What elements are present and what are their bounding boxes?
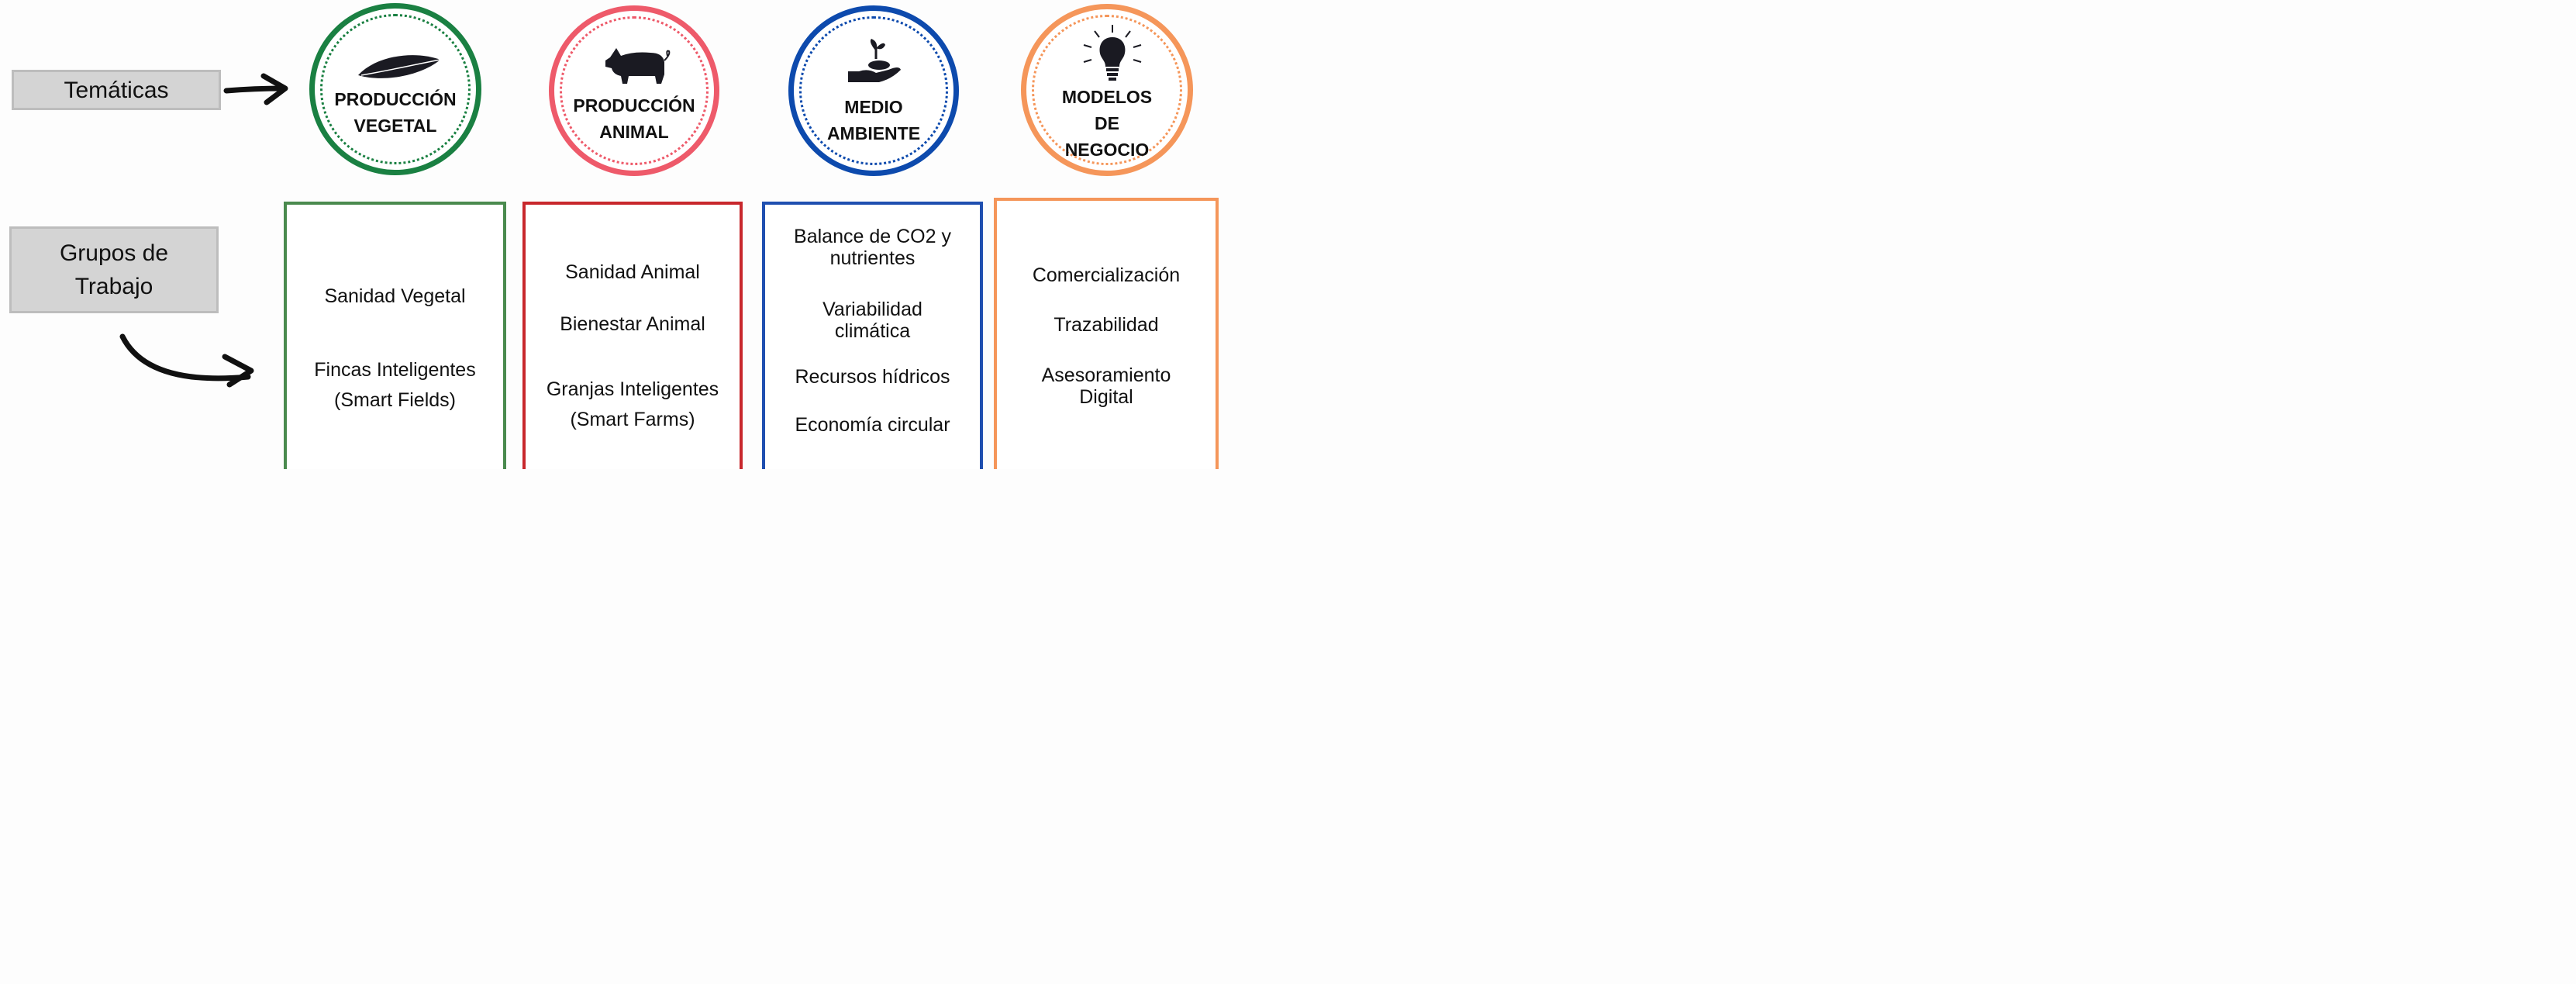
- group-produccion-vegetal: Sanidad Vegetal Fincas Inteligentes (Sma…: [284, 202, 506, 469]
- group-item: Granjas Inteligentes (Smart Farms): [546, 378, 719, 430]
- group-produccion-animal: Sanidad Animal Bienestar Animal Granjas …: [522, 202, 743, 469]
- theme-medio-ambiente: MEDIO AMBIENTE: [788, 5, 959, 176]
- group-item: Asesoramiento Digital: [1041, 364, 1171, 408]
- hand-sprout-icon: [848, 39, 901, 82]
- groups-label-box: Grupos de Trabajo: [9, 226, 219, 313]
- theme-title: PRODUCCIÓN VEGETAL: [334, 89, 457, 136]
- group-item: Economía circular: [795, 414, 950, 436]
- group-item: Sanidad Animal: [565, 261, 700, 283]
- group-item: Balance de CO2 y nutrientes: [794, 226, 951, 269]
- group-item: Recursos hídricos: [795, 366, 950, 388]
- themes-label-box: Temáticas: [12, 70, 221, 110]
- theme-title: MEDIO AMBIENTE: [826, 97, 921, 143]
- lightbulb-icon: [1083, 25, 1142, 81]
- dotted-ring: [320, 14, 471, 164]
- themes-arrow: [223, 73, 288, 105]
- group-item: Comercialización: [1032, 264, 1181, 286]
- group-modelos-negocio: Comercialización Trazabilidad Asesoramie…: [994, 198, 1219, 469]
- dotted-ring: [560, 16, 709, 165]
- theme-title: PRODUCCIÓN ANIMAL: [573, 95, 695, 142]
- group-item: Fincas Inteligentes (Smart Fields): [314, 359, 476, 411]
- groups-arrow: [119, 333, 254, 388]
- theme-title: MODELOS DE NEGOCIO: [1061, 87, 1153, 160]
- groups-label: Grupos de Trabajo: [60, 237, 168, 303]
- group-item: Bienestar Animal: [560, 313, 705, 335]
- group-item: Trazabilidad: [1054, 314, 1159, 336]
- dotted-ring: [1032, 15, 1182, 165]
- theme-produccion-animal: PRODUCCIÓN ANIMAL: [549, 5, 719, 176]
- leaf-icon: [358, 55, 441, 78]
- dotted-ring: [799, 16, 948, 165]
- theme-modelos-negocio: MODELOS DE NEGOCIO: [1021, 4, 1193, 176]
- groups-label-line1: Grupos de: [59, 240, 169, 266]
- group-item: Sanidad Vegetal: [324, 285, 466, 307]
- pig-icon: [605, 48, 671, 84]
- theme-produccion-vegetal: PRODUCCIÓN VEGETAL: [309, 3, 481, 175]
- group-item: Variabilidad climática: [822, 299, 922, 342]
- themes-label: Temáticas: [64, 77, 169, 103]
- groups-label-line2: Trabajo: [74, 274, 153, 299]
- group-medio-ambiente: Balance de CO2 y nutrientes Variabilidad…: [762, 202, 983, 469]
